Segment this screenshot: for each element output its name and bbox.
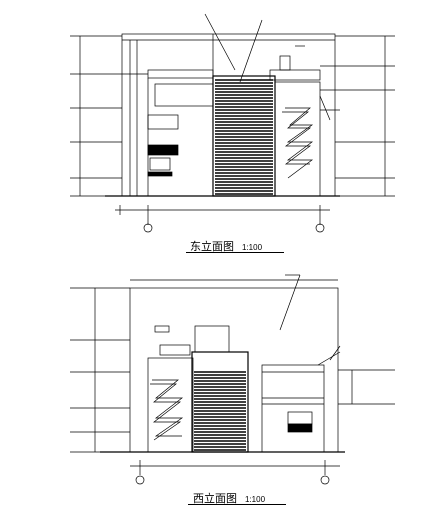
east-axis-marker (143, 223, 153, 233)
east-axis-marker (315, 223, 325, 233)
west-dimension-line (130, 460, 340, 485)
east-dimension-line (115, 205, 330, 233)
east-caption-title: 东立面图 (190, 240, 234, 253)
west-caption-title: 西立面图 (193, 492, 237, 505)
west-axis-marker (135, 475, 145, 485)
west-caption-scale: 1:100 (245, 495, 266, 504)
east-caption-scale: 1:100 (242, 243, 263, 252)
east-stair-tower (212, 75, 276, 197)
west-axis-marker (320, 475, 330, 485)
west-elevation-caption: 西立面图 1:100 (193, 490, 265, 506)
west-elevation (70, 274, 395, 485)
east-caption-underline (186, 252, 284, 253)
east-elevation-caption: 东立面图 1:100 (190, 238, 262, 254)
east-elevation (70, 13, 395, 233)
east-window (147, 114, 179, 130)
east-right-level-markers (320, 35, 395, 197)
east-level-markers (70, 35, 148, 197)
west-caption-underline (188, 504, 286, 505)
west-level-markers (70, 287, 130, 453)
west-right-level-markers (338, 369, 395, 405)
